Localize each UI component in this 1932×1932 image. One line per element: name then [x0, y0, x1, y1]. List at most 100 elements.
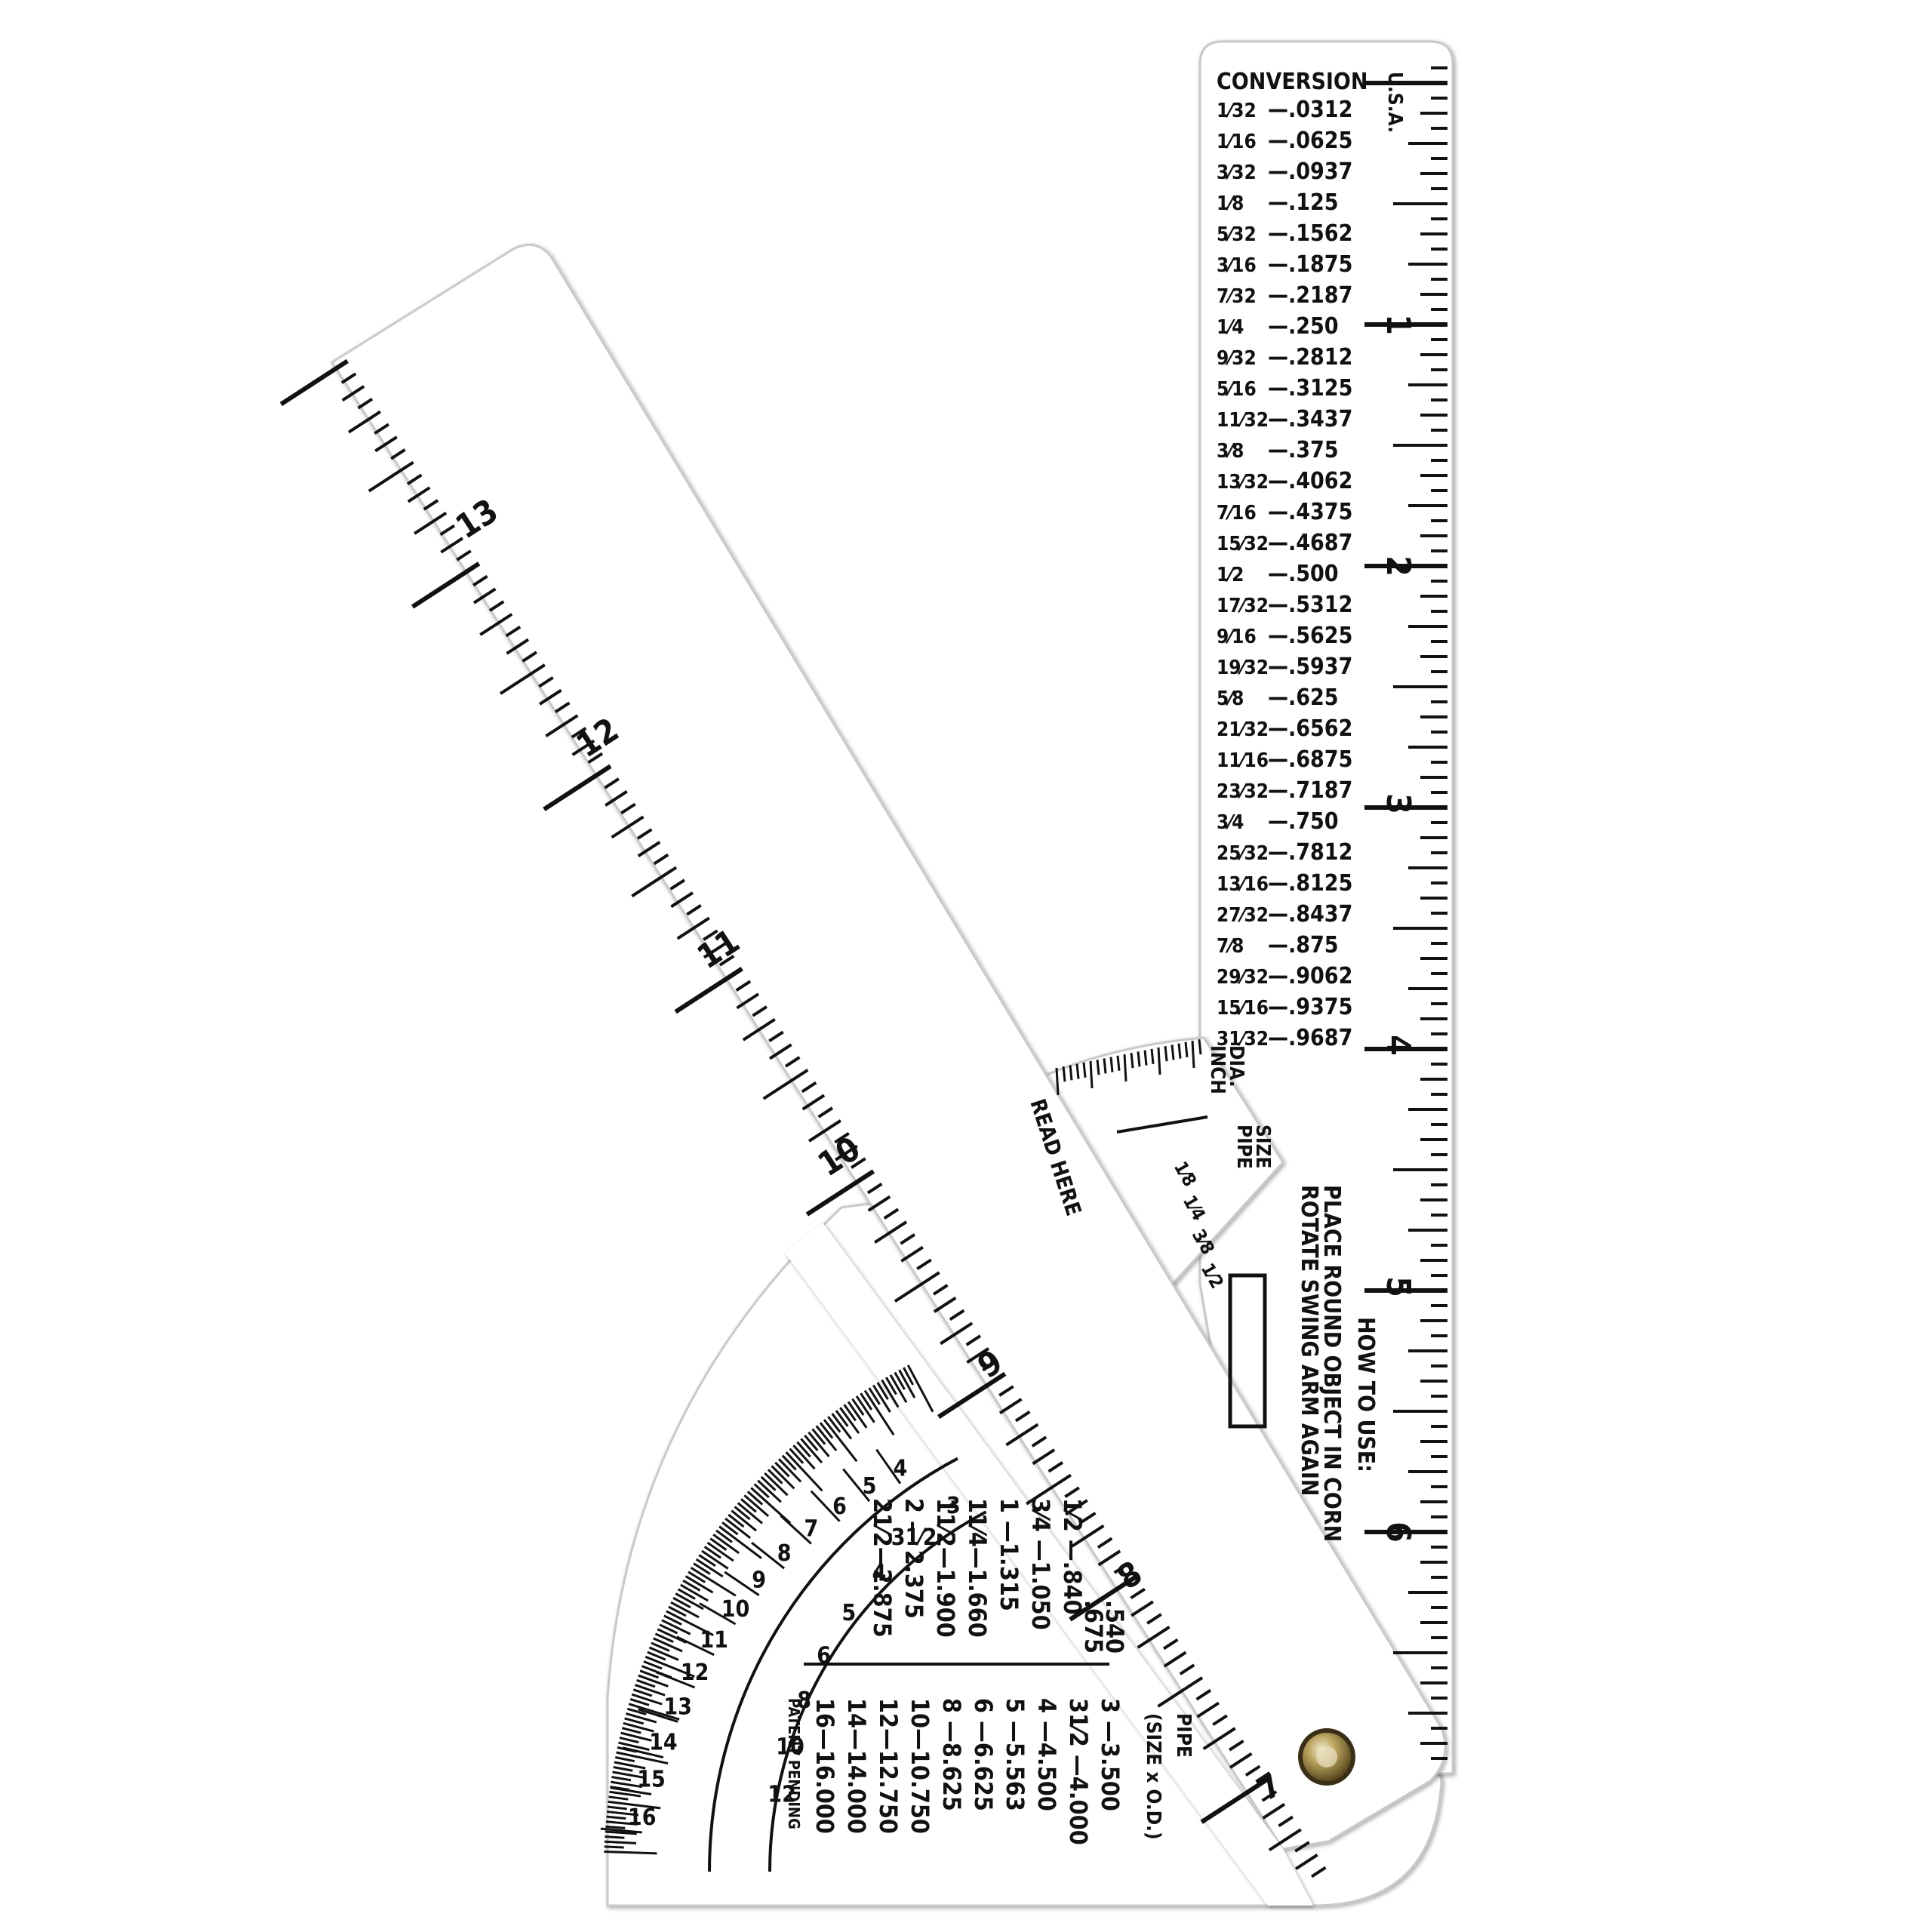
wedge-tick	[1075, 1063, 1080, 1079]
protractor-tick	[680, 1583, 709, 1602]
arm-tick	[883, 1208, 900, 1220]
protractor-tick	[740, 1498, 757, 1513]
conversion-decimal: —.875	[1268, 932, 1339, 958]
conversion-decimal: —.3125	[1268, 375, 1352, 401]
protractor-tick	[614, 1756, 635, 1763]
protractor-tick	[781, 1454, 797, 1471]
protractor-tick	[614, 1761, 646, 1770]
arm-tick	[1261, 1790, 1278, 1802]
conversion-decimal: —.6562	[1268, 715, 1352, 742]
conversion-decimal: —.7812	[1268, 839, 1352, 866]
conversion-fraction: 3⁄16	[1217, 254, 1257, 277]
protractor-tick	[839, 1407, 860, 1435]
conversion-fraction: 9⁄32	[1217, 347, 1257, 370]
arm-tick	[406, 473, 423, 486]
protractor-tick	[608, 1795, 629, 1801]
protractor-tick	[876, 1382, 889, 1400]
inch-dia-tick	[780, 1515, 812, 1545]
protractor-arc	[768, 1510, 987, 1872]
arm-tick	[636, 828, 653, 840]
ruler-number: 4	[1379, 1035, 1417, 1056]
conversion-fraction: 3⁄32	[1217, 162, 1257, 184]
inch-dia-tick	[810, 1490, 841, 1522]
arm-tick	[900, 1245, 924, 1263]
arm-tick	[834, 1131, 850, 1144]
arm-tick	[1014, 1411, 1031, 1423]
pipe-row-right: 12—12.750	[874, 1698, 903, 1834]
arm-tick	[1262, 1803, 1286, 1820]
protractor-tick	[863, 1389, 895, 1436]
arm-tick	[1031, 1435, 1048, 1447]
pipe-row-left: 2 — 2.375	[900, 1498, 928, 1619]
protractor-tick	[753, 1483, 770, 1499]
protractor-tick	[695, 1558, 724, 1578]
protractor-tick	[757, 1479, 782, 1503]
pipe-row-right: 8 —8.625	[937, 1698, 966, 1811]
arm-tick	[940, 1321, 974, 1346]
conversion-decimal: —.3437	[1268, 406, 1352, 432]
arm-tick	[949, 1309, 965, 1321]
conversion-decimal: —.0312	[1268, 97, 1352, 123]
protractor-tick	[693, 1562, 711, 1575]
wedge-tick	[1103, 1058, 1107, 1074]
protractor-tick	[611, 1780, 643, 1789]
arm-tick	[571, 739, 595, 756]
protractor-tick	[808, 1431, 830, 1457]
arm-tick	[702, 929, 718, 941]
arm-tick	[1131, 1600, 1154, 1617]
pipe-size-number: 6	[817, 1642, 831, 1669]
protractor-tick	[785, 1451, 823, 1492]
arm-tick	[933, 1297, 957, 1313]
protractor-tick	[804, 1435, 819, 1451]
instruction-box	[1228, 1273, 1267, 1429]
arm-tick	[374, 423, 389, 435]
pipe-size-number: 8	[797, 1687, 811, 1714]
arm-tick	[736, 992, 760, 1010]
arm-tick	[1268, 1828, 1302, 1852]
conversion-fraction: 1⁄32	[1217, 100, 1257, 122]
protractor-tick	[724, 1517, 752, 1540]
arm-tick	[368, 460, 414, 493]
conversion-fraction: 1⁄2	[1217, 564, 1244, 586]
conversion-title: CONVERSION	[1217, 69, 1367, 95]
size-od-label: (SIZE x O.D.)	[1142, 1713, 1164, 1840]
protractor-tick	[648, 1646, 679, 1661]
protractor-tick	[670, 1601, 700, 1619]
protractor-tick	[712, 1534, 740, 1555]
protractor-tick	[800, 1438, 823, 1464]
arm-tick	[347, 410, 382, 434]
pipe-row-right: 4 —4.500	[1032, 1698, 1061, 1811]
arm-tick	[718, 955, 735, 967]
conversion-decimal: —.2812	[1268, 344, 1352, 371]
arm-tick	[538, 676, 554, 688]
conversion-decimal: —.1875	[1268, 251, 1352, 278]
wedge-tick	[1089, 1060, 1094, 1089]
protractor-tick	[789, 1447, 804, 1464]
protractor-tick	[634, 1684, 666, 1697]
pipe-size-number: 5	[841, 1600, 856, 1626]
arm-tick	[784, 1056, 801, 1068]
protractor-tick	[774, 1461, 790, 1478]
arm-tick	[1310, 1866, 1327, 1878]
arm-tick	[867, 1195, 891, 1212]
conversion-fraction: 31⁄32	[1217, 1028, 1269, 1051]
pipe-row-right: 16—16.000	[811, 1698, 839, 1834]
protractor-tick	[823, 1419, 858, 1463]
arm-tick	[894, 1271, 940, 1303]
conversion-fraction: 15⁄32	[1217, 533, 1269, 555]
conversion-fraction: 7⁄8	[1217, 935, 1244, 958]
conversion-fraction: 7⁄16	[1217, 502, 1257, 525]
arm-tick	[411, 561, 481, 609]
arm-tick	[545, 714, 579, 737]
arm-tick	[937, 1371, 1007, 1420]
conversion-decimal: —.8125	[1268, 870, 1352, 897]
arm-tick	[543, 764, 612, 811]
protractor-tick	[626, 1707, 647, 1715]
wedge-tick	[1150, 1048, 1155, 1064]
pipe-size-number: 4	[872, 1561, 886, 1587]
conversion-fraction: 5⁄8	[1217, 688, 1244, 710]
arm-tick	[1113, 1562, 1130, 1574]
pipe-row-partial: .540	[1100, 1600, 1129, 1654]
inch-dia-number: 14	[649, 1730, 678, 1756]
